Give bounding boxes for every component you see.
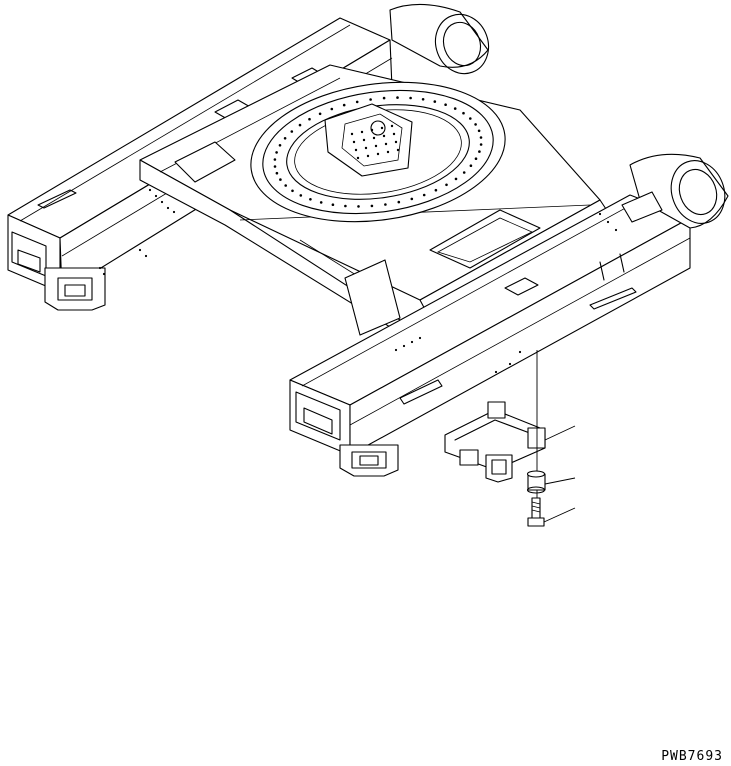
- plate-hole: [394, 140, 398, 144]
- bolt-ring: [273, 96, 483, 208]
- rivet: [518, 350, 522, 354]
- rivet-marks: [98, 188, 618, 374]
- bolt-hole: [275, 151, 278, 154]
- bolt-hole: [384, 203, 387, 206]
- bolt-hole: [453, 107, 457, 110]
- bolt-hole: [319, 201, 323, 204]
- plate-hole: [384, 142, 388, 146]
- bolt-hole: [273, 165, 277, 168]
- bolt-hole: [422, 193, 426, 197]
- plate-hole: [392, 132, 396, 136]
- rivet: [494, 370, 498, 374]
- plate-hole: [386, 150, 390, 154]
- bolt-hole: [275, 171, 279, 175]
- bolt-hole: [469, 117, 472, 120]
- plate-hole: [380, 126, 384, 130]
- bolt-hole: [290, 130, 294, 133]
- bolt-hole: [477, 129, 481, 133]
- plate-hole: [362, 138, 366, 142]
- plate-hole: [364, 146, 368, 150]
- rivet: [154, 194, 158, 198]
- bolt-hole: [357, 205, 360, 208]
- drawing-code: PWB7693: [661, 749, 723, 764]
- bolt-hole: [444, 103, 447, 106]
- bolt-hole: [479, 136, 483, 139]
- rivet: [614, 228, 618, 232]
- bolt-hole: [397, 200, 401, 204]
- bolt-hole: [291, 189, 294, 193]
- bolt-hole: [479, 143, 483, 146]
- callout-leaders: [544, 426, 575, 522]
- bolt-hole: [299, 194, 303, 197]
- rivet: [410, 340, 414, 344]
- rivet: [598, 212, 602, 216]
- bolt-hole: [308, 117, 311, 121]
- bolt-hole: [478, 150, 481, 153]
- rivet: [606, 220, 610, 224]
- bolt-hole: [462, 171, 466, 174]
- bolt-hole: [410, 197, 414, 201]
- plate-holes: [350, 124, 400, 160]
- plate-hole: [366, 154, 370, 158]
- bolt-hole: [462, 111, 465, 115]
- bolt-hole: [283, 137, 287, 140]
- plate-hole: [360, 130, 364, 134]
- rivet: [172, 210, 176, 214]
- bolt-hole: [330, 107, 334, 111]
- bolt-hole: [318, 112, 322, 116]
- bolt-hole: [344, 204, 347, 208]
- rivet: [508, 362, 512, 366]
- bolt-hole: [469, 164, 473, 167]
- bolt-part: [528, 498, 544, 526]
- bolt-hole: [355, 100, 359, 104]
- plate-hole: [374, 144, 378, 148]
- spacer-part: [528, 471, 546, 493]
- bolt-hole: [298, 123, 302, 127]
- swing-circle: [242, 67, 514, 237]
- plate-hole: [390, 124, 394, 128]
- bolt-hole: [454, 177, 458, 181]
- bolt-hole: [474, 123, 477, 126]
- bolt-hole: [433, 100, 437, 103]
- bolt-hole: [409, 96, 412, 100]
- bolt-hole: [342, 103, 346, 107]
- rivet: [144, 254, 148, 258]
- bolt-hole: [279, 178, 282, 181]
- plate-hole: [354, 148, 358, 152]
- rivet: [166, 206, 170, 210]
- bolt-hole: [445, 183, 448, 187]
- plate-hole: [372, 136, 376, 140]
- rivet: [98, 266, 102, 270]
- bolt-hole: [382, 96, 386, 100]
- bolt-hole: [273, 158, 277, 161]
- right-track-frame: [290, 153, 731, 476]
- plate-hole: [352, 140, 356, 144]
- rivet: [102, 272, 106, 276]
- rivet: [394, 348, 398, 352]
- rivet: [148, 188, 152, 192]
- plate-hole: [350, 132, 354, 136]
- rivet: [160, 200, 164, 204]
- bolt-hole: [421, 98, 425, 101]
- bolt-hole: [396, 96, 399, 99]
- plate-hole: [370, 128, 374, 132]
- rivet: [138, 248, 142, 252]
- rivet: [402, 344, 406, 348]
- plate-hole: [382, 134, 386, 138]
- bolt-hole: [474, 157, 478, 160]
- track-guard-part: [445, 350, 545, 500]
- bolt-hole: [309, 198, 312, 201]
- bolt-hole: [331, 203, 335, 206]
- bolt-hole: [278, 144, 282, 147]
- plate-hole: [356, 156, 360, 160]
- rivet: [418, 336, 422, 340]
- plate-hole: [396, 148, 400, 152]
- bolt-hole: [369, 98, 372, 101]
- plate-hole: [376, 152, 380, 156]
- bolt-hole: [284, 184, 288, 187]
- bolt-hole: [434, 188, 438, 192]
- bolt-hole: [370, 204, 374, 208]
